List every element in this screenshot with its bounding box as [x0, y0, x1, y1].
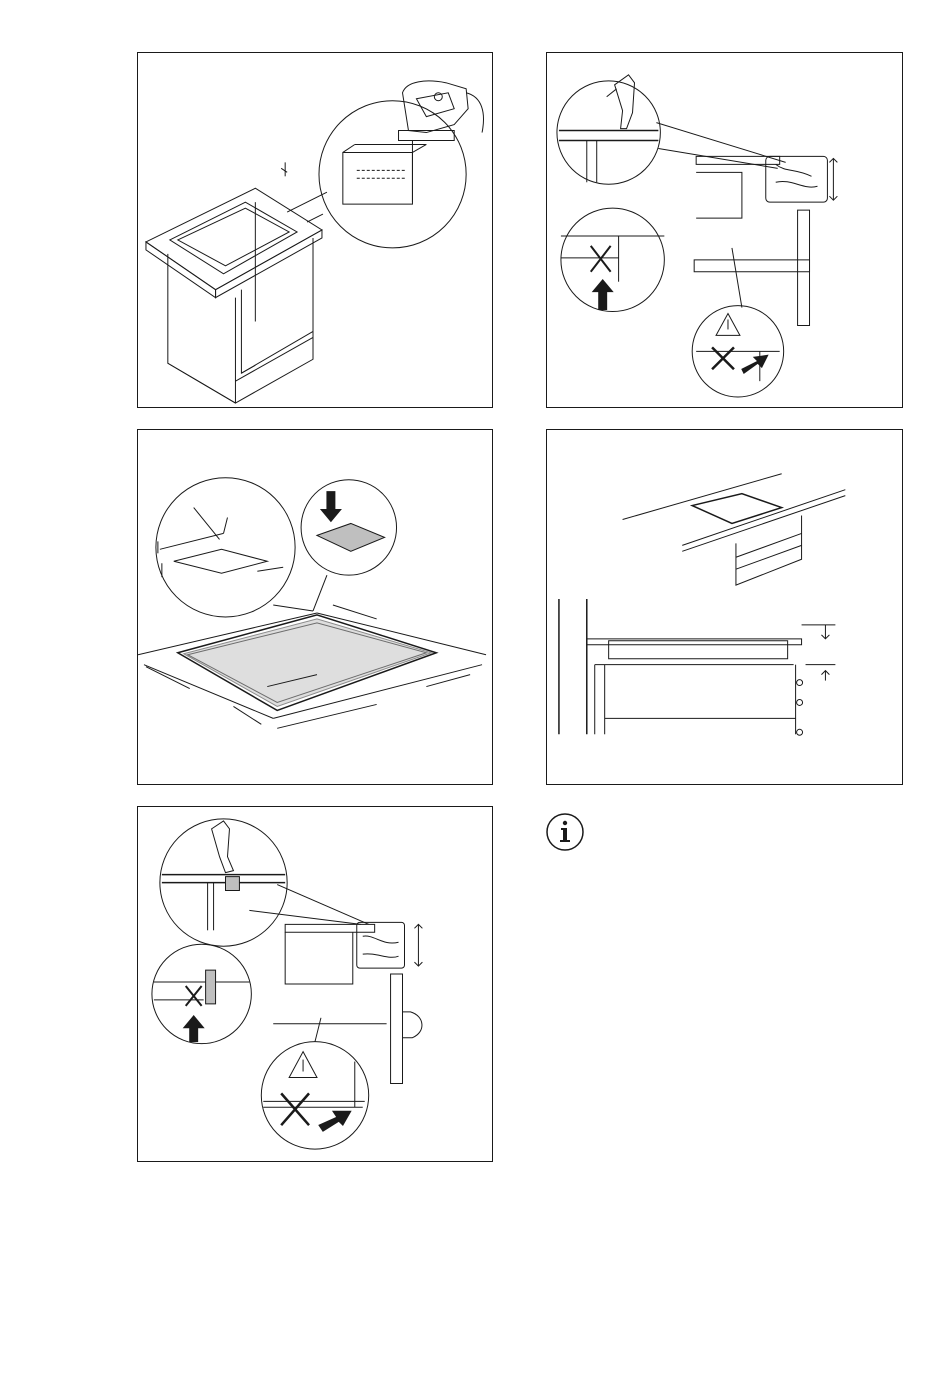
figure-sealing-edge-alt: [137, 806, 493, 1162]
figure-cut-worktop: [137, 52, 493, 408]
up-arrow-icon: [184, 1016, 204, 1042]
worktop-section: [285, 924, 374, 932]
shelf: [694, 260, 809, 272]
magnifier-circle: [319, 101, 466, 248]
knob: [403, 1012, 422, 1038]
magnifier-wrong-seal: [561, 208, 664, 311]
figure-seal-strip: [137, 429, 493, 785]
jigsaw-icon: [403, 81, 469, 133]
sealing-edge-alt-illustration: [138, 807, 492, 1161]
side-panel: [798, 210, 810, 325]
worktop-section: [587, 639, 802, 645]
down-arrow-icon: [321, 492, 341, 522]
seal-profile: [174, 549, 267, 573]
seal-strip-icon: [317, 523, 385, 551]
worktop-edge: [357, 922, 405, 968]
worktop-edge: [766, 156, 828, 202]
seal-strip-illustration: [138, 430, 492, 784]
magnifier-seal-corner: [156, 478, 295, 617]
magnifier-wrong-seal: [152, 944, 251, 1043]
hob-body: [609, 641, 788, 659]
info-icon: [545, 812, 585, 852]
figure-hob-installed: [546, 429, 903, 785]
sealant-gun-icon: [212, 821, 234, 873]
side-panel: [391, 974, 403, 1083]
sealing-edge-illustration: [547, 53, 902, 407]
figure-sealing-edge: [546, 52, 903, 408]
cabinet-front: [168, 254, 236, 403]
hob-top-view: [692, 494, 781, 524]
magnifier-warning: [261, 1042, 368, 1149]
cabinet-jigsaw-illustration: [138, 53, 492, 407]
magnifier-sealant: [557, 81, 660, 184]
hob-installed-illustration: [547, 430, 902, 784]
up-arrow-icon: [593, 280, 613, 310]
